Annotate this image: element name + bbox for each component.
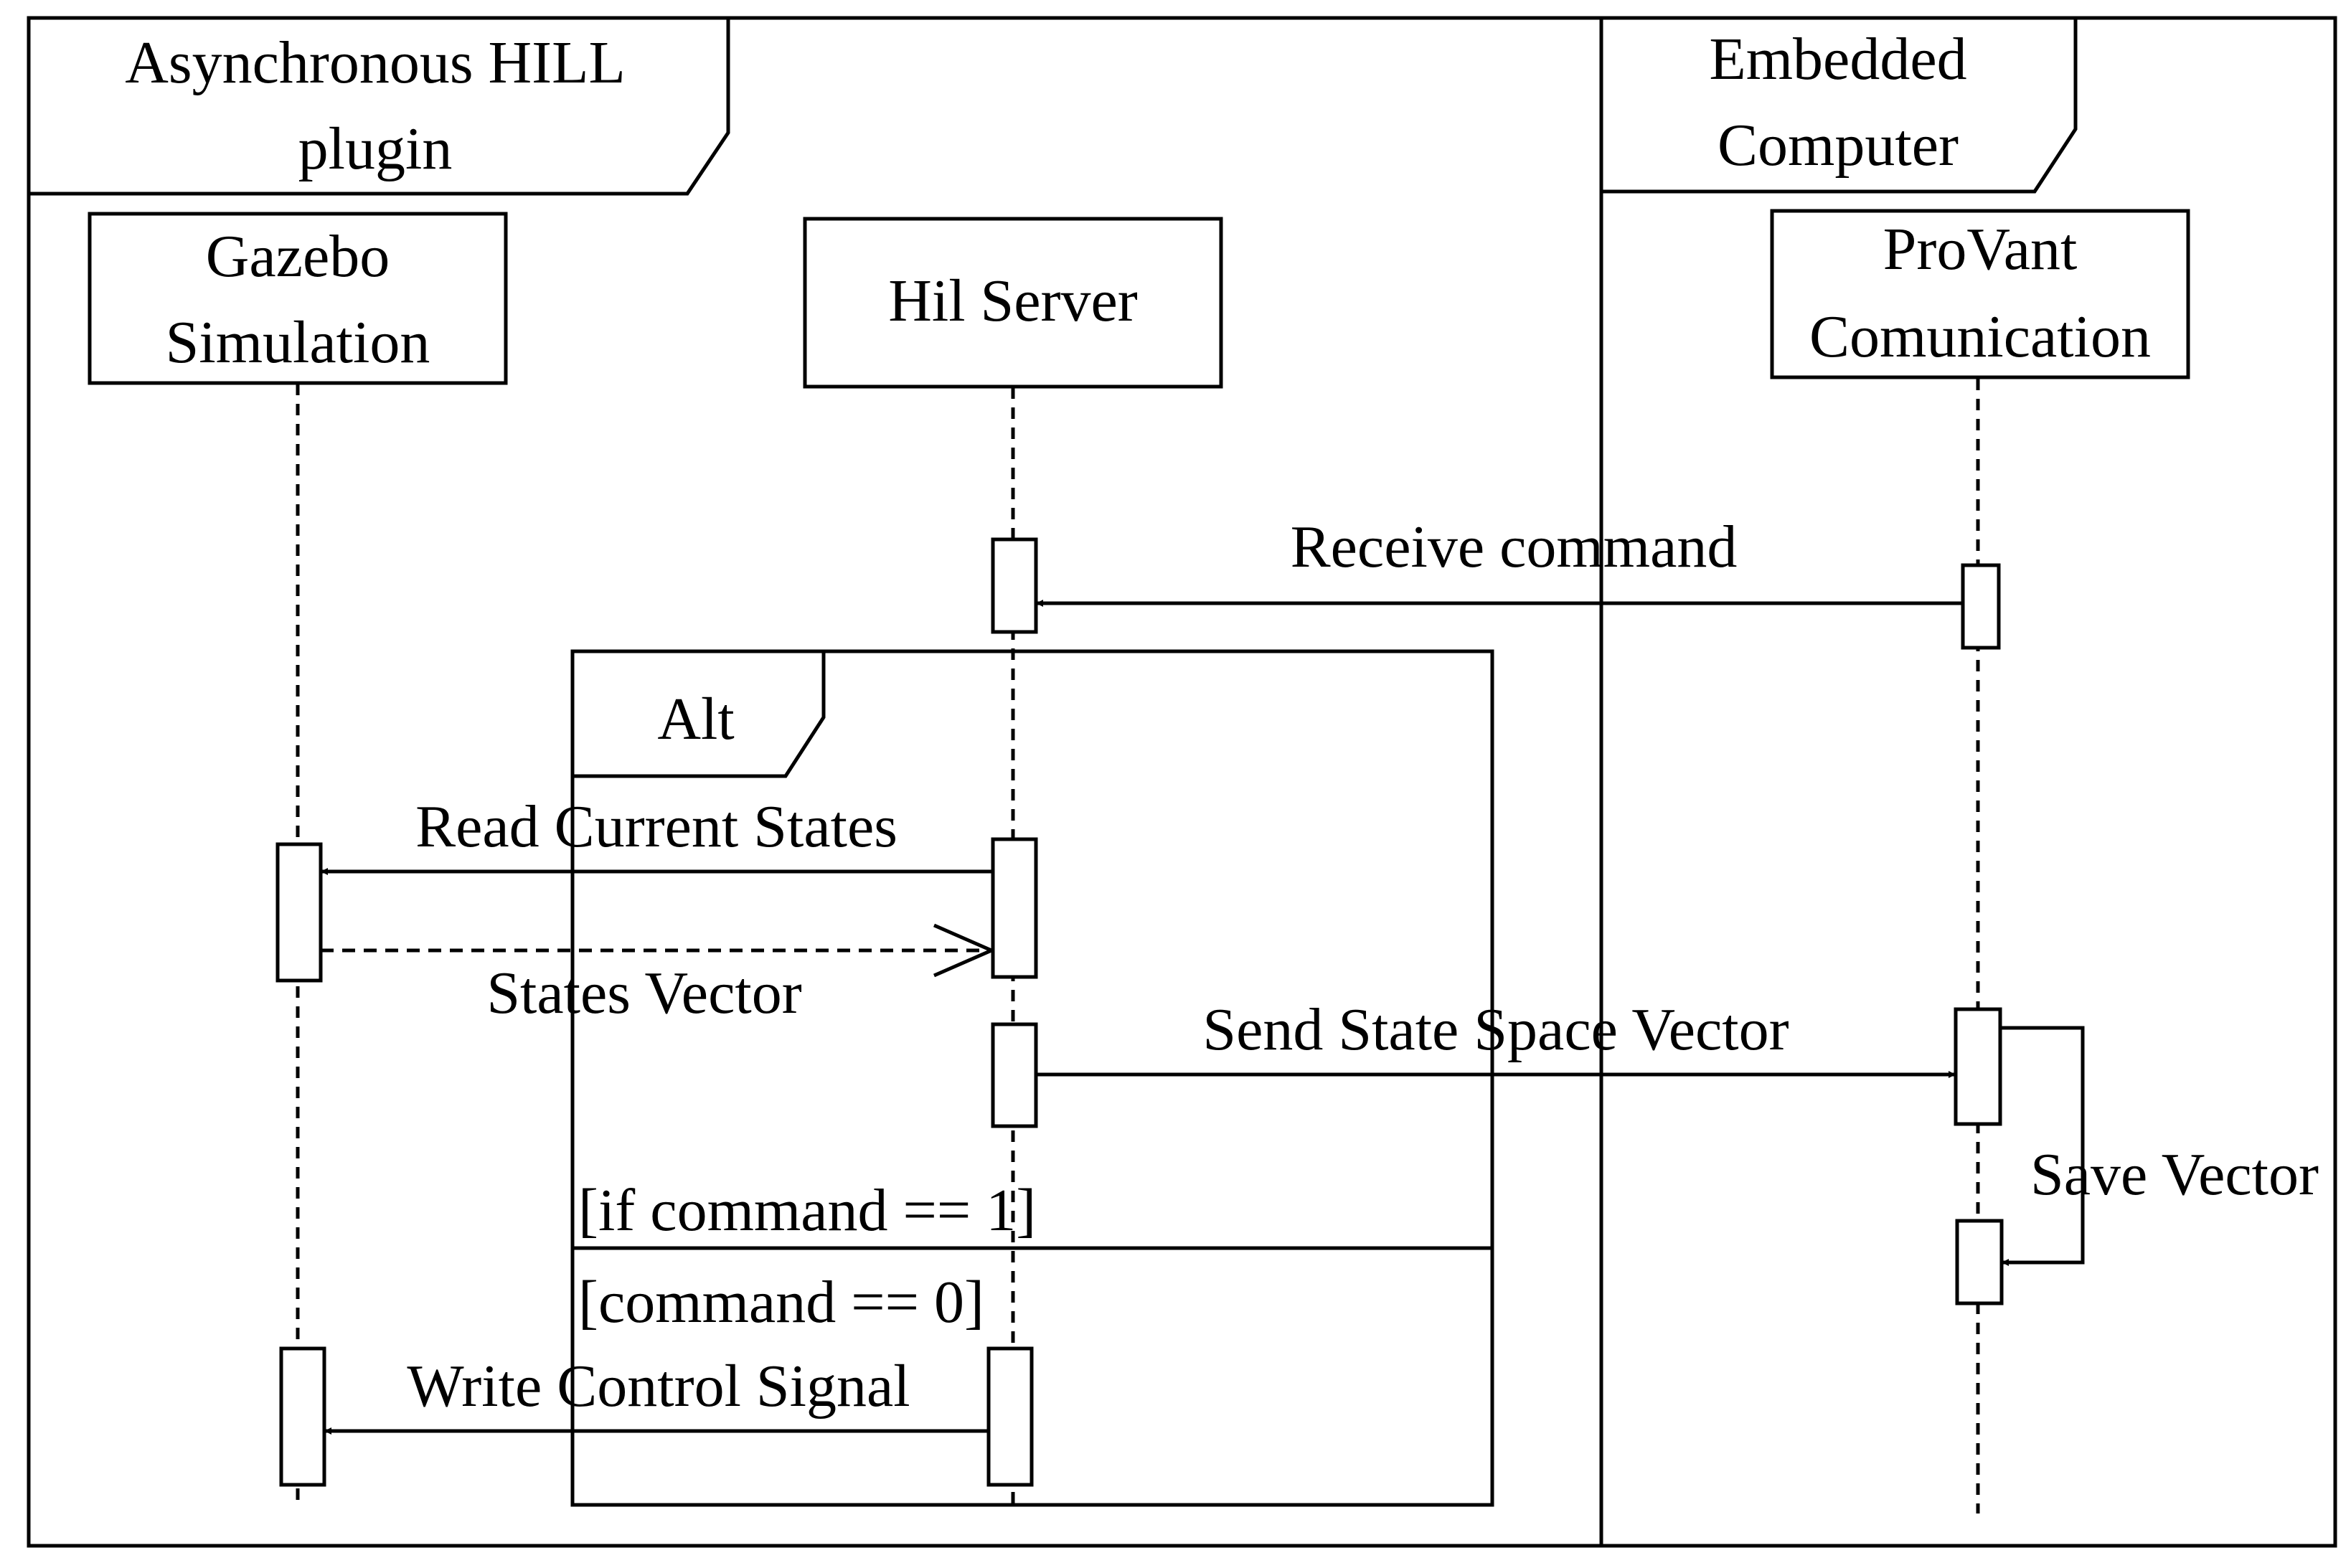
provant-lifeline-head [1770,209,2190,379]
hil-lifeline-head [803,217,1223,389]
alt-operator-tab [573,651,826,778]
plugin-frame-tab [29,18,730,196]
gazebo-lifeline-label-line1: Gazebo [206,223,390,290]
receive-command-label: Receive command [1291,514,1738,580]
provant-lifeline-label-line2: Comunication [1809,303,2151,370]
send-state-space-vector-label: Send State Space Vector [1202,996,1789,1063]
provant-activation-save [1955,1219,2004,1305]
alt-guard-command-1: [if command == 1] [578,1177,1036,1244]
plugin-frame-title-line2: plugin [298,115,453,182]
hil-activation-read [991,837,1038,979]
provant-activation-receive [1961,563,2001,650]
write-control-signal-label: Write Control Signal [407,1353,910,1420]
plugin-frame-title-line1: Asynchronous HILL [125,29,626,96]
hil-activation-write [986,1346,1034,1487]
gazebo-lifeline-head [88,212,508,385]
diagram-border [27,16,2337,1548]
read-current-states-label: Read Current States [415,793,897,860]
states-vector-label: States Vector [486,960,801,1026]
hil-activation-receive [991,537,1038,634]
save-vector-label: Save Vector [2030,1141,2319,1208]
embedded-frame-title-line2: Computer [1718,112,1959,179]
provant-activation-send [1954,1007,2002,1126]
alt-fragment [570,649,1494,1507]
hil-lifeline-label: Hil Server [888,268,1138,334]
gazebo-lifeline-label-line2: Simulation [166,309,430,376]
embedded-frame-title-line1: Embedded [1709,26,1966,93]
gazebo-activation-read [275,842,323,983]
states-vector-open-arrowhead [933,923,997,978]
alt-operator-label: Alt [657,686,734,752]
hil-activation-send [991,1022,1038,1128]
gazebo-activation-write [279,1346,326,1487]
save-vector-self-arrow [2000,1026,2085,1266]
alt-guard-command-0: [command == 0] [578,1269,984,1336]
provant-lifeline-label-line1: ProVant [1883,216,2078,283]
embedded-frame-tab [1601,18,2078,194]
